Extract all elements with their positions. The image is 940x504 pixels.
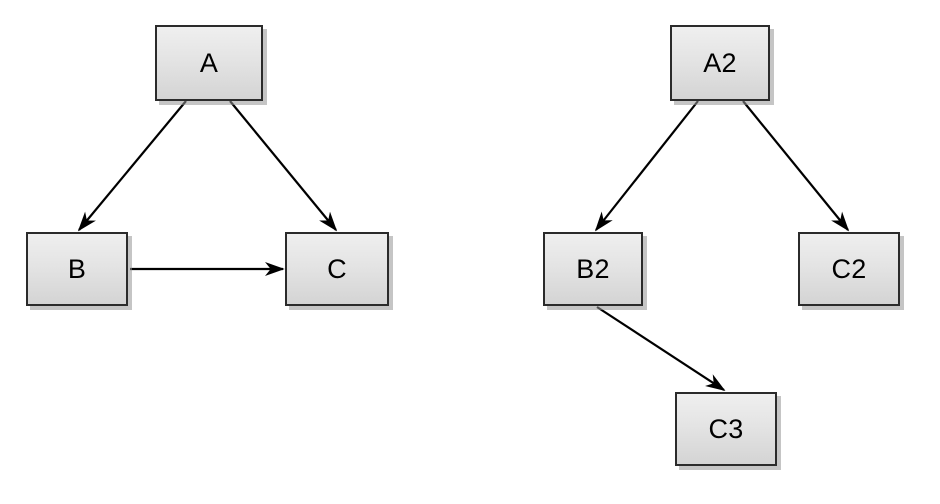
node-label-c3: C3 bbox=[708, 413, 744, 444]
node-b[interactable]: B bbox=[26, 232, 128, 306]
node-label-a: A bbox=[199, 47, 219, 78]
node-a[interactable]: A bbox=[155, 25, 263, 101]
node-label-b: B bbox=[67, 253, 87, 284]
edge-a2-to-c2 bbox=[742, 100, 850, 232]
node-c[interactable]: C bbox=[285, 232, 389, 306]
node-a2[interactable]: A2 bbox=[670, 25, 770, 101]
node-b2[interactable]: B2 bbox=[543, 232, 643, 306]
node-label-c2: C2 bbox=[831, 253, 867, 284]
node-label-b2: B2 bbox=[576, 253, 610, 284]
edge-a-to-c bbox=[229, 100, 338, 232]
node-label-c: C bbox=[327, 253, 347, 284]
edge-b2-to-c3 bbox=[596, 306, 726, 391]
edge-a-to-b bbox=[77, 100, 187, 232]
node-label-a2: A2 bbox=[703, 47, 737, 78]
node-c3[interactable]: C3 bbox=[675, 392, 777, 466]
node-c2[interactable]: C2 bbox=[798, 232, 900, 306]
edge-a2-to-b2 bbox=[594, 100, 699, 232]
